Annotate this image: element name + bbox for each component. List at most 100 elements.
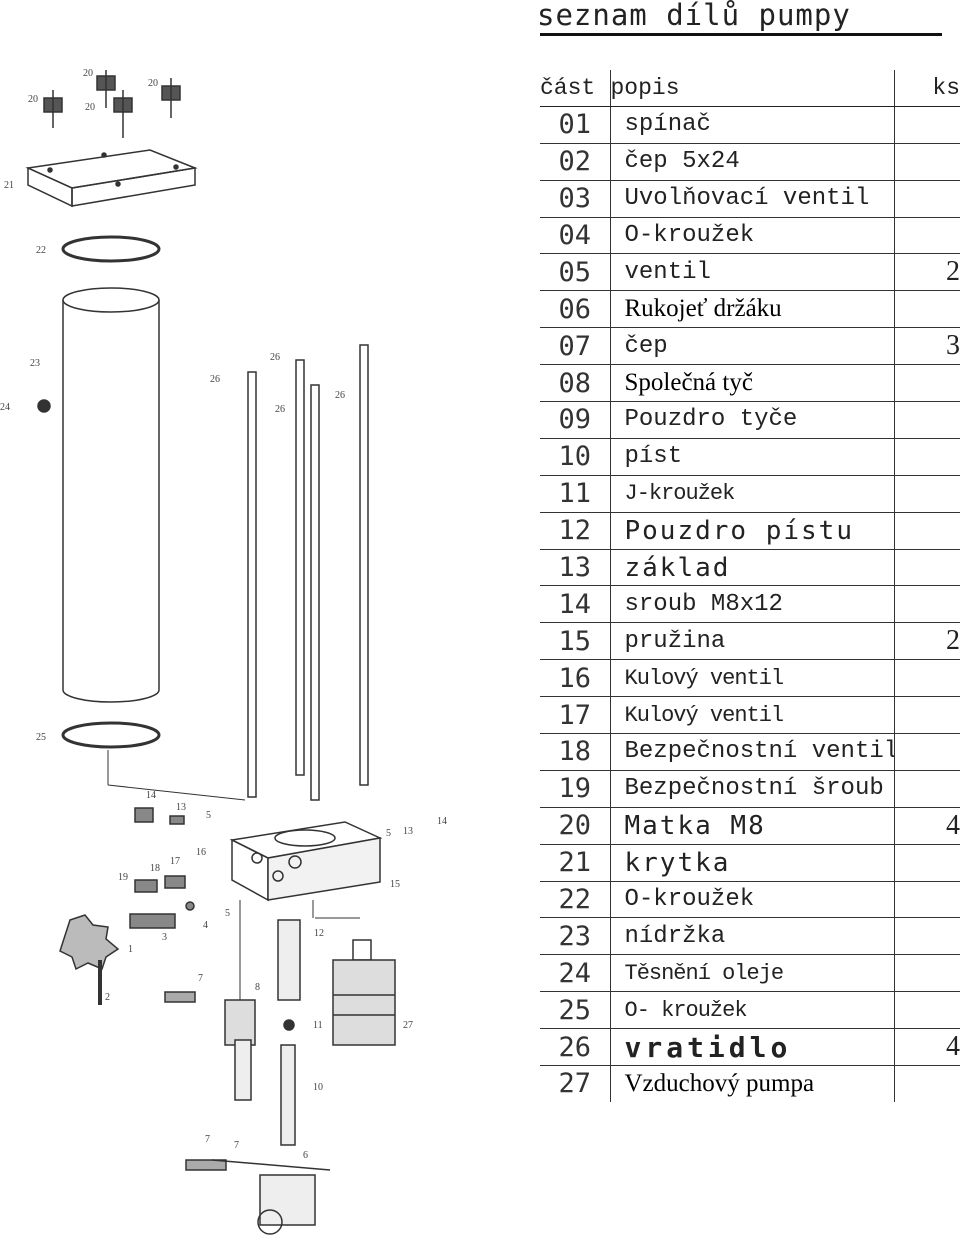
part-quantity <box>894 991 960 1030</box>
svg-text:10: 10 <box>313 1082 323 1093</box>
part-description: J-kroužek <box>610 475 895 513</box>
part-number: 24 <box>540 954 611 993</box>
svg-text:25: 25 <box>36 732 46 743</box>
part-number: 01 <box>540 106 611 144</box>
svg-text:7: 7 <box>205 1134 210 1145</box>
column-header-description: popis <box>610 70 895 107</box>
part-number: 27 <box>540 1065 611 1102</box>
part-quantity <box>894 290 960 329</box>
part-number: 10 <box>540 438 611 476</box>
part-description: čep 5x24 <box>610 143 895 181</box>
svg-text:24: 24 <box>0 402 10 413</box>
cover-plate <box>25 149 198 208</box>
part-number: 22 <box>540 881 611 919</box>
part-quantity <box>894 475 960 513</box>
part-description: O- kroužek <box>610 991 895 1030</box>
svg-text:5: 5 <box>206 810 211 821</box>
svg-text:13: 13 <box>176 802 186 813</box>
svg-text:18: 18 <box>150 863 160 874</box>
svg-text:26: 26 <box>210 374 220 385</box>
column-header-part: část <box>540 70 611 107</box>
part-number: 19 <box>540 770 611 808</box>
part-number: 25 <box>540 991 611 1030</box>
part-description: Kulový ventil <box>610 659 895 698</box>
part-quantity: 2 <box>894 622 960 661</box>
part-quantity: 4 <box>894 807 960 845</box>
part-number: 09 <box>540 401 611 439</box>
oil-seal-24 <box>37 399 51 413</box>
part-quantity <box>894 512 960 550</box>
part-description: Vzduchový pumpa <box>610 1065 895 1102</box>
svg-text:15: 15 <box>390 879 400 890</box>
svg-text:26: 26 <box>335 390 345 401</box>
svg-text:20: 20 <box>83 68 93 79</box>
part-quantity <box>894 143 960 181</box>
part-description: nídržka <box>610 917 895 956</box>
part-number: 12 <box>540 512 611 550</box>
pin-7 <box>164 991 196 1003</box>
svg-text:11: 11 <box>313 1020 323 1031</box>
svg-text:14: 14 <box>146 790 156 801</box>
part-description: Bezpečnostní ventil <box>610 733 895 771</box>
nut-20c <box>113 90 133 138</box>
part-description: Společná tyč <box>610 364 895 403</box>
svg-text:1: 1 <box>128 944 133 955</box>
svg-text:20: 20 <box>85 102 95 113</box>
svg-text:20: 20 <box>148 78 158 89</box>
svg-text:17: 17 <box>170 856 180 867</box>
svg-text:7: 7 <box>198 973 203 984</box>
valve-stack <box>129 807 195 929</box>
part-description: krytka <box>610 844 895 882</box>
part-quantity <box>894 954 960 993</box>
part-description: základ <box>610 549 895 587</box>
nut-20b <box>96 70 116 108</box>
title-underline <box>540 33 942 36</box>
bracket-assembly <box>185 1159 331 1235</box>
table-header-row: část popis ks <box>540 70 960 107</box>
part-quantity <box>894 106 960 144</box>
o-ring-22 <box>61 235 161 263</box>
nut-20a <box>43 90 63 128</box>
svg-text:13: 13 <box>403 826 413 837</box>
part-number: 07 <box>540 327 611 366</box>
part-quantity <box>894 659 960 698</box>
svg-text:5: 5 <box>225 908 230 919</box>
part-quantity <box>894 180 960 218</box>
svg-text:8: 8 <box>255 982 260 993</box>
part-quantity <box>894 438 960 476</box>
svg-text:20: 20 <box>28 94 38 105</box>
piston-housing <box>277 919 301 1146</box>
svg-text:22: 22 <box>36 245 46 256</box>
part-description: Bezpečnostní šroub <box>610 770 895 808</box>
svg-text:3: 3 <box>162 932 167 943</box>
base-block <box>229 821 383 902</box>
svg-text:4: 4 <box>203 920 208 931</box>
nut-20d <box>161 78 181 118</box>
part-number: 13 <box>540 549 611 587</box>
svg-text:26: 26 <box>275 404 285 415</box>
part-quantity: 2 <box>894 253 960 292</box>
svg-text:27: 27 <box>403 1020 413 1031</box>
part-quantity <box>894 770 960 808</box>
release-knob <box>59 914 120 1005</box>
part-quantity <box>894 217 960 255</box>
